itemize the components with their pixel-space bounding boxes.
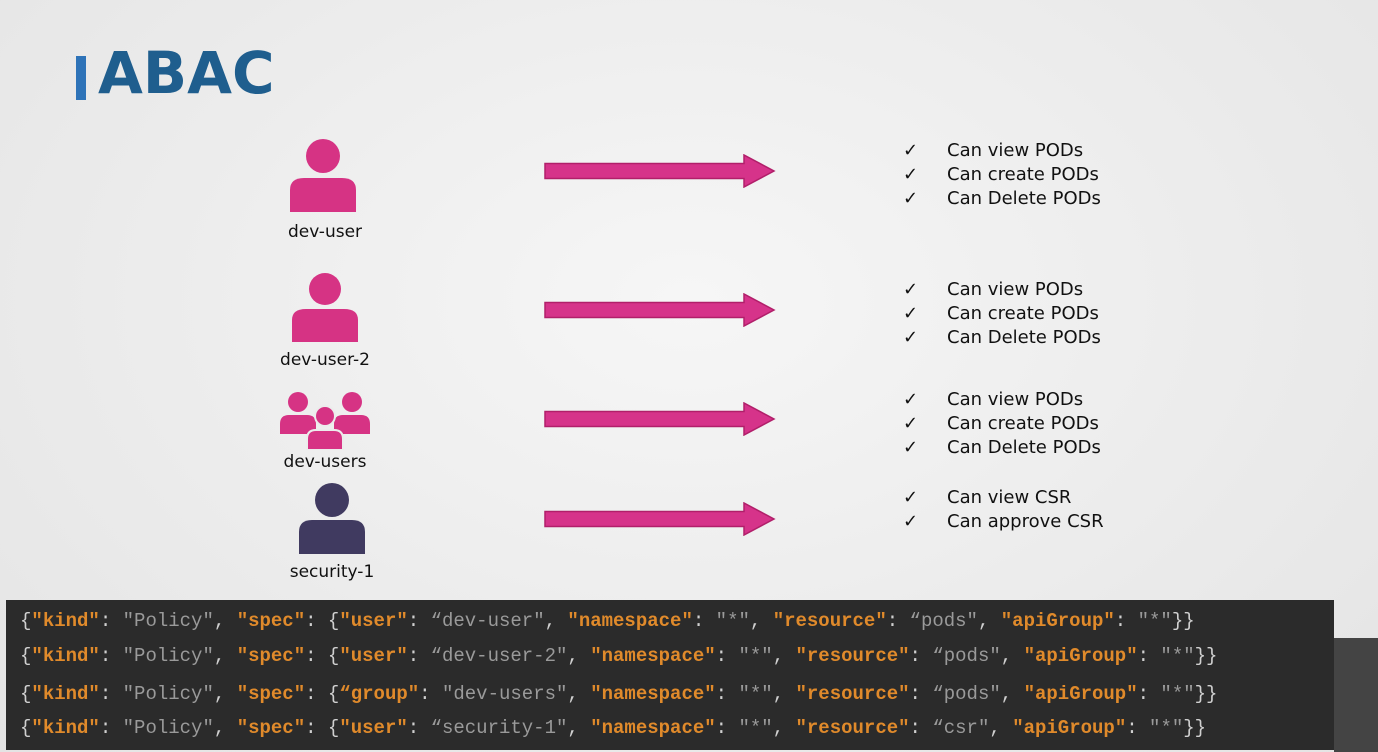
title-accent-bar — [76, 56, 86, 100]
permission-item: ✓Can approve CSR — [903, 511, 1104, 532]
permission-item: ✓Can Delete PODs — [903, 437, 1101, 458]
policy-code-panel: {"kind": "Policy", "spec": {"user": “dev… — [6, 600, 1334, 750]
page-title: ABAC — [98, 39, 275, 107]
permission-list: ✓Can view PODs ✓Can create PODs ✓Can Del… — [903, 278, 1101, 350]
permission-item: ✓Can Delete PODs — [903, 327, 1101, 348]
permission-item: ✓Can view PODs — [903, 389, 1084, 410]
permission-item: ✓Can create PODs — [903, 303, 1099, 324]
user-icon — [292, 273, 358, 342]
permission-list: ✓Can view PODs ✓Can create PODs ✓Can Del… — [903, 139, 1101, 211]
check-icon: ✓ — [903, 164, 919, 185]
permission-list: ✓Can view PODs ✓Can create PODs ✓Can Del… — [903, 388, 1101, 460]
permission-item: ✓Can create PODs — [903, 164, 1099, 185]
check-icon: ✓ — [903, 389, 919, 410]
arrow-icon — [544, 154, 776, 188]
user-group-icon — [280, 392, 370, 450]
policy-line: {"kind": "Policy", "spec": {"user": “sec… — [20, 717, 1207, 739]
check-icon: ✓ — [903, 140, 919, 161]
arrow-icon — [544, 293, 776, 327]
policy-line: {"kind": "Policy", "spec": {"user": “dev… — [20, 645, 1218, 667]
permission-item: ✓Can view PODs — [903, 140, 1084, 161]
user-label: dev-user-2 — [280, 350, 370, 370]
user-icon — [299, 483, 365, 554]
user-label: security-1 — [289, 562, 375, 582]
arrow-icon — [544, 402, 776, 436]
check-icon: ✓ — [903, 413, 919, 434]
check-icon: ✓ — [903, 487, 919, 508]
arrow-icon — [544, 502, 776, 536]
check-icon: ✓ — [903, 303, 919, 324]
check-icon: ✓ — [903, 511, 919, 532]
permission-item: ✓Can view PODs — [903, 279, 1084, 300]
permission-item: ✓Can view CSR — [903, 487, 1072, 508]
policy-line: {"kind": "Policy", "spec": {"user": “dev… — [20, 610, 1195, 632]
check-icon: ✓ — [903, 327, 919, 348]
user-label: dev-users — [283, 452, 367, 472]
user-icon — [290, 139, 356, 212]
check-icon: ✓ — [903, 279, 919, 300]
user-label: dev-user — [287, 222, 363, 242]
code-panel-edge — [1334, 638, 1378, 752]
permission-item: ✓Can create PODs — [903, 413, 1099, 434]
policy-line: {"kind": "Policy", "spec": {“group": "de… — [20, 683, 1218, 705]
permission-item: ✓Can Delete PODs — [903, 188, 1101, 209]
permission-list: ✓Can view CSR ✓Can approve CSR — [903, 486, 1104, 534]
check-icon: ✓ — [903, 437, 919, 458]
check-icon: ✓ — [903, 188, 919, 209]
